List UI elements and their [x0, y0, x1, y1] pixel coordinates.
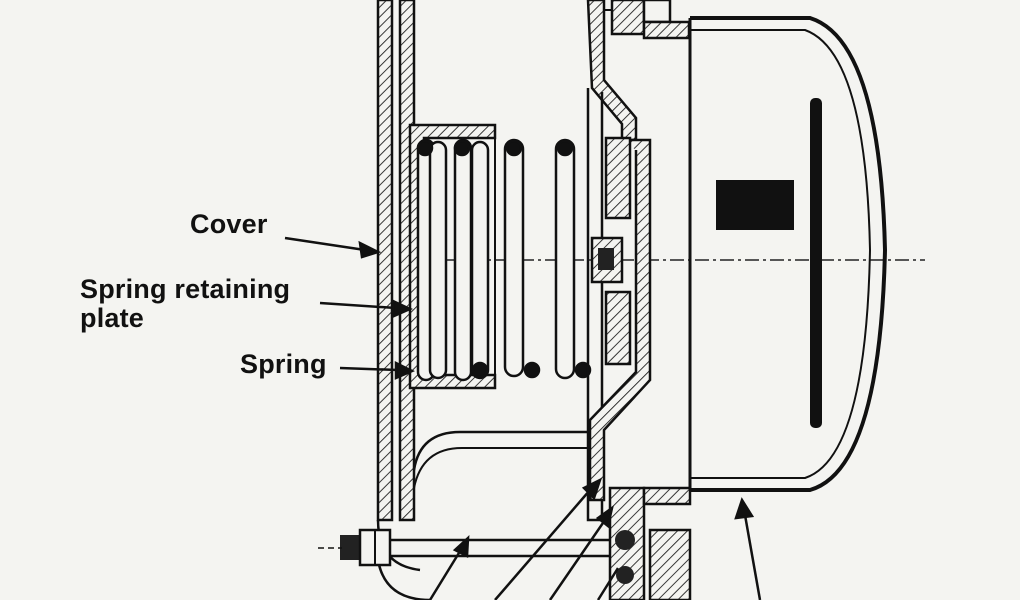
clamp-block-lower — [604, 290, 632, 366]
leader-lines — [284, 236, 762, 600]
inner-housing — [412, 430, 590, 471]
spring-retaining-plate-label-line1: Spring retaining — [80, 274, 291, 304]
dome-rear-strip — [810, 98, 822, 428]
spring-label: Spring — [240, 349, 327, 379]
spring-retaining-plate-label: Spring retaining plate — [80, 274, 291, 334]
bottom-flange — [608, 486, 692, 600]
horn-dome — [688, 16, 888, 492]
bolt — [318, 528, 620, 567]
top-flange — [610, 0, 691, 40]
dome-center-block — [716, 180, 794, 230]
spring-coils — [416, 138, 592, 382]
clamp-block-upper — [604, 136, 632, 220]
spring-retaining-plate-label-line2: plate — [80, 303, 145, 334]
diaphragm — [586, 0, 652, 522]
centre-rivet — [590, 236, 624, 284]
cover-label: Cover — [190, 209, 268, 239]
